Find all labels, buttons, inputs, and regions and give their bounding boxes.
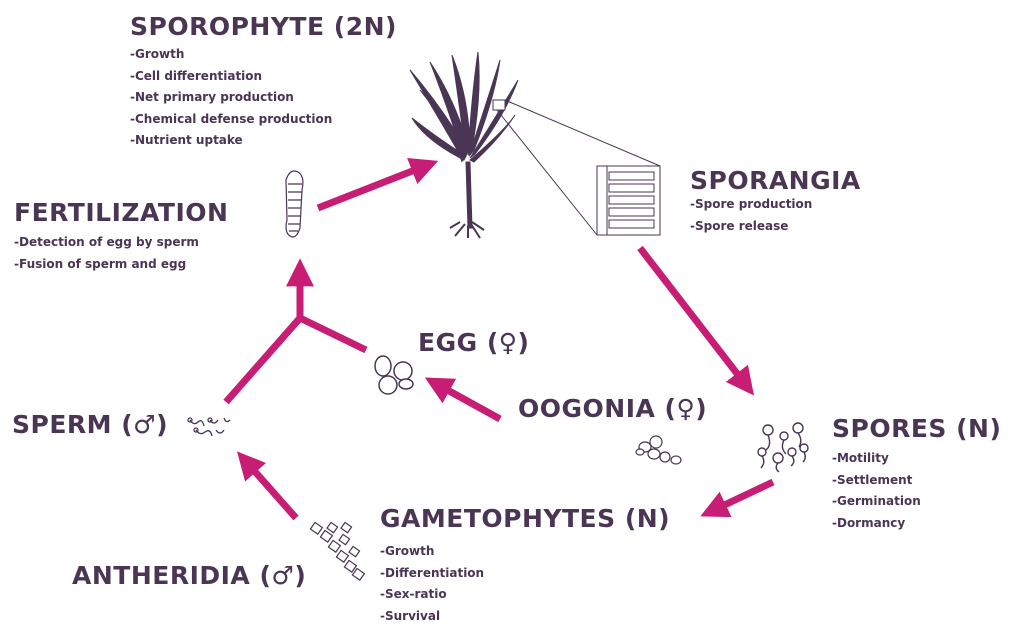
- list-item: -Survival: [380, 606, 484, 627]
- list-item: -Net primary production: [130, 87, 332, 109]
- list-item: -Growth: [130, 44, 332, 66]
- list-item: -Cell differentiation: [130, 66, 332, 88]
- list-item: -Nutrient uptake: [130, 130, 332, 152]
- egg-cells-icon: [375, 356, 413, 394]
- list-item: -Sex-ratio: [380, 584, 484, 606]
- arrow-antheridia-to-sperm: [250, 466, 296, 518]
- sporangia-detail-icon: [497, 100, 660, 235]
- gametophytes-notes: -Growth -Differentiation -Sex-ratio -Sur…: [380, 541, 484, 627]
- sporangia-title: SPORANGIA: [690, 166, 861, 195]
- arrow-egg-to-junction: [300, 318, 366, 350]
- list-item: -Chemical defense production: [130, 109, 332, 131]
- arrow-sporangia-to-spores: [640, 248, 742, 380]
- list-item: -Spore production: [690, 194, 812, 216]
- list-item: -Differentiation: [380, 563, 484, 585]
- sperm-title: SPERM (♂): [12, 410, 168, 439]
- arrow-fertilization-to-sporophyte: [318, 168, 420, 208]
- sporophyte-title: SPOROPHYTE (2N): [130, 12, 397, 41]
- antheridia-icon: [310, 522, 364, 580]
- spores-icon: [758, 423, 808, 472]
- spores-notes: -Motility -Settlement -Germination -Dorm…: [832, 448, 921, 534]
- list-item: -Fusion of sperm and egg: [14, 254, 199, 276]
- sperm-icon: [188, 418, 230, 436]
- list-item: -Spore release: [690, 216, 812, 238]
- oogonia-title: OOGONIA (♀): [518, 394, 707, 423]
- list-item: -Dormancy: [832, 513, 921, 535]
- gametophytes-title: GAMETOPHYTES (N): [380, 504, 670, 533]
- sporophyte-notes: -Growth -Cell differentiation -Net prima…: [130, 44, 332, 152]
- antheridia-title: ANTHERIDIA (♂): [72, 561, 306, 590]
- arrow-oogonia-to-egg: [442, 387, 500, 419]
- fertilization-title: FERTILIZATION: [14, 198, 228, 227]
- spores-title: SPORES (N): [832, 414, 1001, 443]
- zygote-icon: [286, 171, 303, 237]
- kelp-sporophyte-icon: [410, 52, 518, 238]
- sporangia-notes: -Spore production -Spore release: [690, 194, 812, 237]
- list-item: -Detection of egg by sperm: [14, 232, 199, 254]
- list-item: -Growth: [380, 541, 484, 563]
- list-item: -Settlement: [832, 470, 921, 492]
- fertilization-notes: -Detection of egg by sperm -Fusion of sp…: [14, 232, 199, 275]
- oogonia-icon: [636, 436, 681, 464]
- list-item: -Motility: [832, 448, 921, 470]
- arrow-sperm-to-junction: [226, 318, 300, 402]
- arrow-spores-to-gametophytes: [718, 482, 773, 508]
- list-item: -Germination: [832, 491, 921, 513]
- egg-title: EGG (♀): [418, 328, 529, 357]
